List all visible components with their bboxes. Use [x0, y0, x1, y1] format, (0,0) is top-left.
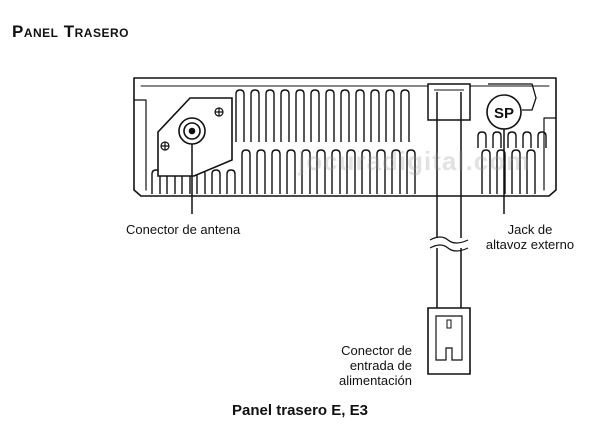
heatsink-fin [400, 89, 410, 142]
heatsink-fin [507, 131, 517, 148]
heatsink-fin [325, 89, 335, 142]
heatsink-fin [211, 169, 221, 194]
power-connector-plug [427, 307, 471, 375]
heatsink-fin [526, 149, 536, 194]
heatsink-fin [271, 149, 281, 194]
screw-icon [160, 141, 170, 151]
heatsink-fin [522, 131, 532, 148]
figure-caption: Panel trasero E, E3 [232, 402, 368, 419]
leader-lines [191, 129, 505, 214]
speaker-jack-label: Jack de altavoz externo [485, 222, 575, 252]
speaker-jack: SP [486, 83, 537, 130]
antenna-connector [178, 117, 206, 145]
heatsink-fin [226, 169, 236, 194]
heatsink-fin [265, 89, 275, 142]
heatsink-fin [406, 149, 416, 194]
heatsink-fin [235, 89, 245, 142]
heatsink-fin [295, 89, 305, 142]
heatsink-fin [477, 131, 487, 148]
heatsink-fin [511, 149, 521, 194]
right-rail [543, 117, 557, 191]
heatsink-fin [250, 89, 260, 142]
power-cable-housing [427, 83, 471, 121]
heatsink-fin [355, 89, 365, 142]
heatsink-fin [256, 149, 266, 194]
heatsink-fin [492, 131, 502, 148]
heatsink-fin [537, 131, 547, 148]
chassis-outline [133, 77, 557, 197]
heatsink-fin [376, 149, 386, 194]
speaker-jack-mark: SP [494, 105, 514, 122]
heatsink-fin [310, 89, 320, 142]
heatsink-fin [481, 149, 491, 194]
heatsink-fin [316, 149, 326, 194]
heatsink-fin [286, 149, 296, 194]
watermark: jocuradigital.com [298, 146, 531, 176]
heatsink-fin [301, 149, 311, 194]
heatsink-fin [370, 89, 380, 142]
screw-icon [214, 107, 224, 117]
power-connector-label: Conector de entrada de alimentación [339, 343, 412, 388]
heatsink-fin [340, 89, 350, 142]
heatsink-fin [280, 89, 290, 142]
heatsink-fins [151, 89, 547, 194]
heatsink-fin [331, 149, 341, 194]
power-cable [429, 92, 469, 308]
heatsink-fin [385, 89, 395, 142]
heatsink-fin [241, 149, 251, 194]
heatsink-fin [391, 149, 401, 194]
antenna-label: Conector de antena [126, 222, 241, 237]
heatsink-fin [346, 149, 356, 194]
heatsink-fin [496, 149, 506, 194]
left-rail [133, 99, 147, 191]
section-heading: Panel Trasero [12, 22, 129, 41]
heatsink-fin [361, 149, 371, 194]
